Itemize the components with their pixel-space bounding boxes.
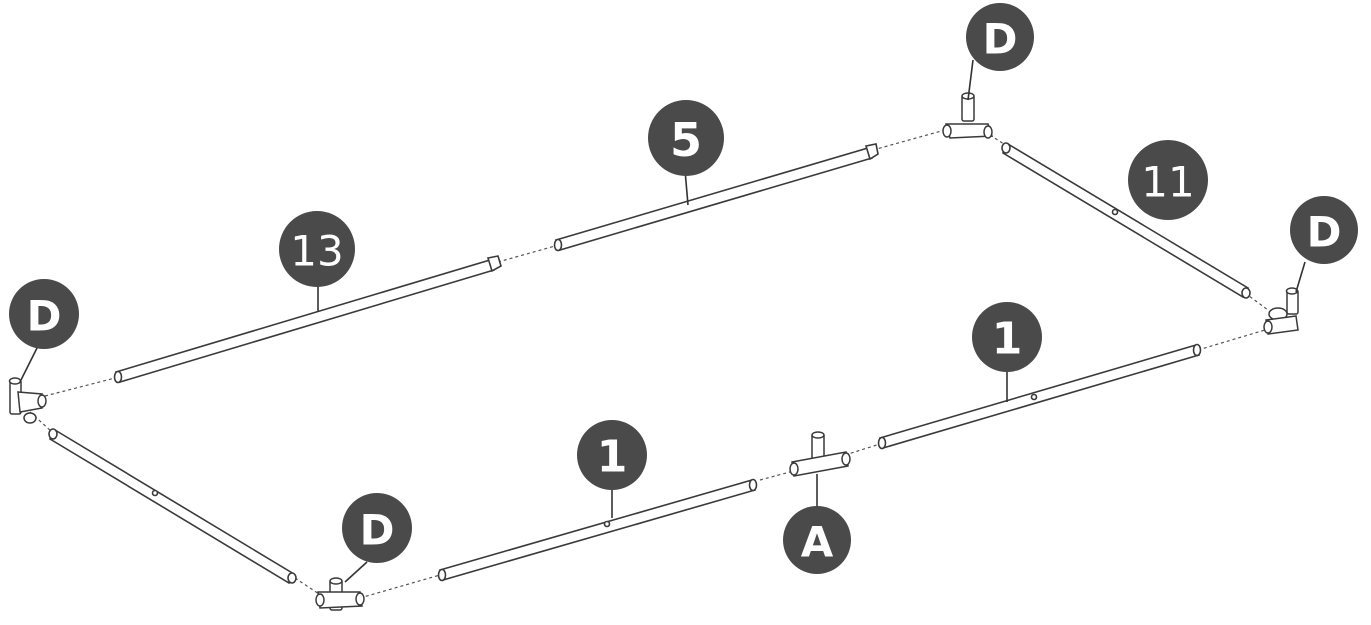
leader-lines — [19, 59, 1306, 583]
pipe-1-left — [437, 478, 758, 582]
badge-pipe-1-right: 1 — [972, 302, 1042, 372]
pipe-13 — [113, 255, 502, 384]
badge-d-left: D — [9, 279, 79, 349]
svg-text:D: D — [983, 15, 1018, 64]
svg-text:D: D — [1307, 208, 1342, 257]
svg-text:D: D — [360, 506, 395, 555]
badge-pipe-1-left: 1 — [577, 420, 647, 490]
badge-pipe-13: 13 — [279, 211, 355, 287]
svg-text:5: 5 — [670, 113, 702, 167]
joint-d-left — [8, 377, 47, 424]
pipe-5 — [553, 143, 879, 252]
svg-text:A: A — [801, 518, 834, 567]
svg-text:11: 11 — [1141, 158, 1194, 207]
badge-a: A — [783, 506, 851, 574]
svg-text:13: 13 — [290, 227, 343, 276]
badge-pipe-5: 5 — [648, 100, 724, 176]
joint-d-top-right — [942, 92, 994, 139]
badge-pipe-11: 11 — [1128, 140, 1208, 220]
pipe-left-short — [48, 428, 297, 585]
svg-text:D: D — [27, 292, 62, 341]
badge-d-bottom: D — [342, 493, 412, 563]
pipe-1-right — [877, 343, 1202, 450]
joint-a — [789, 431, 851, 477]
pipe-11 — [1001, 142, 1251, 299]
svg-text:1: 1 — [992, 314, 1023, 365]
badge-d-top-right: D — [966, 3, 1034, 71]
badge-d-right: D — [1290, 196, 1358, 264]
joint-d-right — [1263, 287, 1299, 335]
joint-d-bottom — [315, 577, 365, 611]
svg-text:1: 1 — [597, 432, 628, 483]
